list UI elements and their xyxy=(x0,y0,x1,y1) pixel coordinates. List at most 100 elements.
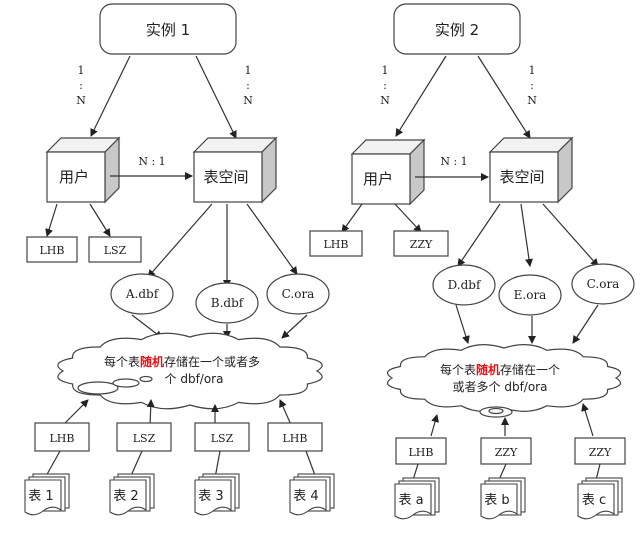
table-document-label: 表 c xyxy=(582,493,606,508)
datafile-ellipse xyxy=(195,282,259,324)
datafile-label: A.dbf xyxy=(125,287,160,301)
instance-1-to-user-arrow xyxy=(90,55,131,137)
instance-1-tablespace-cardinality: 1: N xyxy=(243,64,253,107)
cloud-text-highlight: 随机 xyxy=(476,362,500,377)
datafile-ellipse xyxy=(432,264,496,306)
tablespace-2-to-datafile-e-arrow xyxy=(520,203,533,267)
cloud-puff xyxy=(77,381,119,395)
table-document-page1 xyxy=(480,483,518,520)
table-owner-to-cloud-arrow xyxy=(430,414,439,437)
table-owner-box xyxy=(574,437,626,465)
user-account-label: LHB xyxy=(324,238,349,251)
instance-1-tablespace-cardinality-part: 1 xyxy=(245,64,252,77)
datafile-label: C.ora xyxy=(587,277,620,291)
instance-1-user-cardinality: 1: N xyxy=(76,64,86,107)
user-1-label: 用户 xyxy=(59,168,89,186)
table-document-label: 表 3 xyxy=(198,489,223,504)
tablespace-2-label: 表空间 xyxy=(499,168,544,186)
table-document-page1 xyxy=(194,479,232,516)
user-1-cube xyxy=(45,136,121,204)
tablespace-1-to-datafile-c-arrow xyxy=(246,203,298,275)
cloud-text-highlight: 随机 xyxy=(140,354,164,369)
datafile-label: C.ora xyxy=(282,287,315,301)
datafile-ellipse xyxy=(498,274,562,316)
instance-2-tablespace-cardinality: 1: N xyxy=(527,64,537,107)
table-document-label: 表 a xyxy=(398,493,423,508)
table-owner-label: ZZY xyxy=(589,446,612,459)
table-document-label: 表 b xyxy=(484,493,509,508)
user-account-box xyxy=(393,230,449,257)
table-owner-to-cloud-arrow xyxy=(581,403,594,437)
user-account-box xyxy=(309,230,363,257)
instance-2-user-cardinality-part: 1 xyxy=(382,64,389,77)
tablespace-2-cube xyxy=(488,136,574,204)
user-2-cube-front xyxy=(351,153,411,205)
table-owner-box xyxy=(194,422,250,452)
instance-2-tablespace-cardinality-part: : xyxy=(530,79,534,92)
datafile-label: B.dbf xyxy=(211,296,245,310)
table-document: 表 3 xyxy=(194,473,240,516)
cloud-puff xyxy=(488,407,504,415)
table-document: 表 1 xyxy=(24,473,70,516)
table-document-page1 xyxy=(24,479,62,516)
tablespace-2-to-datafile-d-arrow xyxy=(457,203,501,267)
table-document-label: 表 2 xyxy=(113,489,138,504)
instance-1-tablespace-cardinality-part: N xyxy=(243,94,253,107)
table-owner-box xyxy=(116,422,172,452)
tablespace-1-cube xyxy=(192,136,278,204)
datafile-ellipse xyxy=(266,273,330,315)
table-document-page1 xyxy=(109,479,147,516)
datafile-c-to-cloud-arrow xyxy=(572,304,599,344)
cloud-2-text-line1: 每个表随机存储在一个 xyxy=(440,362,560,377)
instance-1-title: 实例 1 xyxy=(146,21,190,39)
user-2-label: 用户 xyxy=(363,170,393,188)
table-document-page1 xyxy=(394,483,432,520)
table-owner-box xyxy=(480,437,532,465)
cloud-text-post: 存储在一个或者多 xyxy=(164,354,260,369)
table-owner-box xyxy=(267,422,323,452)
datafile-c-to-cloud-arrow xyxy=(281,314,308,339)
instance-1-user-cardinality-part: 1 xyxy=(78,64,85,77)
user-account-label: ZZY xyxy=(410,238,433,251)
instance-2-box xyxy=(393,3,521,55)
instance-2-title: 实例 2 xyxy=(435,21,479,39)
tablespace-1-to-datafile-a-arrow xyxy=(147,203,213,278)
cloud-text-pre: 每个表 xyxy=(440,362,476,377)
cloud-1-text-line2: 个 dbf/ora xyxy=(165,372,224,386)
table-document-label: 表 4 xyxy=(293,489,318,504)
table-document: 表 2 xyxy=(109,473,155,516)
user-2-cube xyxy=(350,138,426,206)
instance-2-to-user-arrow xyxy=(395,55,447,137)
datafile-ellipse xyxy=(110,273,174,315)
user-account-label: LHB xyxy=(40,244,65,257)
tablespace-1-label: 表空间 xyxy=(203,168,248,186)
instance-1-box xyxy=(99,3,237,55)
cloud-puff xyxy=(112,378,140,388)
user-1-relation-label: N : 1 xyxy=(138,155,165,168)
table-document-page1 xyxy=(289,479,327,516)
tablespace-2-cube-front xyxy=(489,151,559,203)
table-owner-box xyxy=(34,422,90,452)
instance-1-user-cardinality-part: : xyxy=(79,79,83,92)
instance-2-tablespace-cardinality-part: N xyxy=(527,94,537,107)
datafile-label: E.ora xyxy=(514,288,547,302)
table-owner-label: LSZ xyxy=(211,432,234,445)
instance-2-to-tablespace-arrow xyxy=(477,55,531,139)
instance-2-user-cardinality-part: : xyxy=(383,79,387,92)
instance-2-tablespace-cardinality-part: 1 xyxy=(529,64,536,77)
storage-cloud-1 xyxy=(57,332,323,410)
user-2-relation-label: N : 1 xyxy=(440,155,467,168)
instance-1-to-tablespace-arrow xyxy=(195,55,237,139)
table-owner-label: LHB xyxy=(409,446,434,459)
table-to-owner-line xyxy=(412,463,419,481)
table-to-owner-line xyxy=(498,463,507,481)
user-1-to-lhb-arrow xyxy=(45,203,58,237)
instance-1-user-cardinality-part: N xyxy=(76,94,86,107)
datafile-ellipse xyxy=(571,263,635,305)
cloud-text-post: 存储在一个 xyxy=(500,362,560,377)
instance-2-user-cardinality-part: N xyxy=(380,94,390,107)
instance-1-tablespace-cardinality-part: : xyxy=(246,79,250,92)
user-1-cube-front xyxy=(46,151,106,203)
